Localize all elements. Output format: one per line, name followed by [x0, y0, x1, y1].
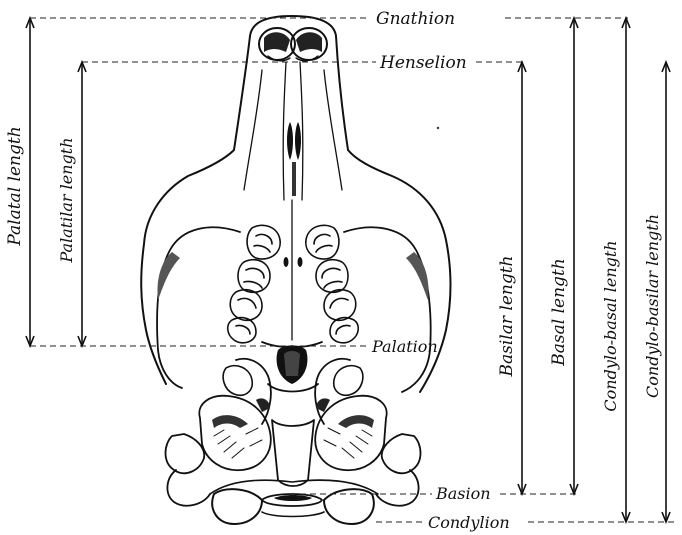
left-arch-shade [158, 252, 180, 300]
palation-label: Palation [371, 337, 438, 356]
skull-drawing [141, 16, 450, 524]
right-paroccipital [382, 434, 421, 473]
foramen-magnum-shadow [274, 495, 312, 501]
condylo-basilar-length-label: Condylo-basilar length [643, 214, 662, 398]
incisors [259, 28, 327, 61]
left-molar-row [228, 225, 280, 343]
right-arch-shade [406, 252, 428, 300]
landmark-lines [30, 18, 676, 522]
palatilar-length-label: Palatilar length [57, 137, 76, 263]
palatal-length-label: Palatal length [5, 126, 25, 246]
left-paroccipital [166, 434, 205, 473]
left-occipital-condyle [212, 489, 262, 524]
incisive-foramen-right [295, 122, 301, 160]
foramen-channel [292, 162, 296, 196]
basal-length-label: Basal length [549, 258, 569, 366]
left-zygomatic-arch [157, 227, 240, 388]
basion-label: Basion [435, 484, 491, 503]
condylion-label: Condylion [428, 513, 510, 532]
left-lateral-process [167, 470, 210, 506]
incisive-foramen-left [287, 122, 293, 160]
premaxilla-lines [244, 62, 342, 340]
palatal-foramen-right [298, 257, 303, 267]
right-molar-row [306, 225, 358, 343]
gnathion-label: Gnathion [376, 9, 455, 29]
right-lateral-process [376, 470, 419, 506]
palatal-foramen-left [284, 257, 289, 267]
basilar-length-label: Basilar length [497, 255, 517, 377]
henselion-label: Henselion [379, 53, 467, 73]
basioccipital [272, 420, 314, 486]
stray-mark [437, 127, 439, 129]
condylo-basal-length-label: Condylo-basal length [601, 240, 620, 411]
